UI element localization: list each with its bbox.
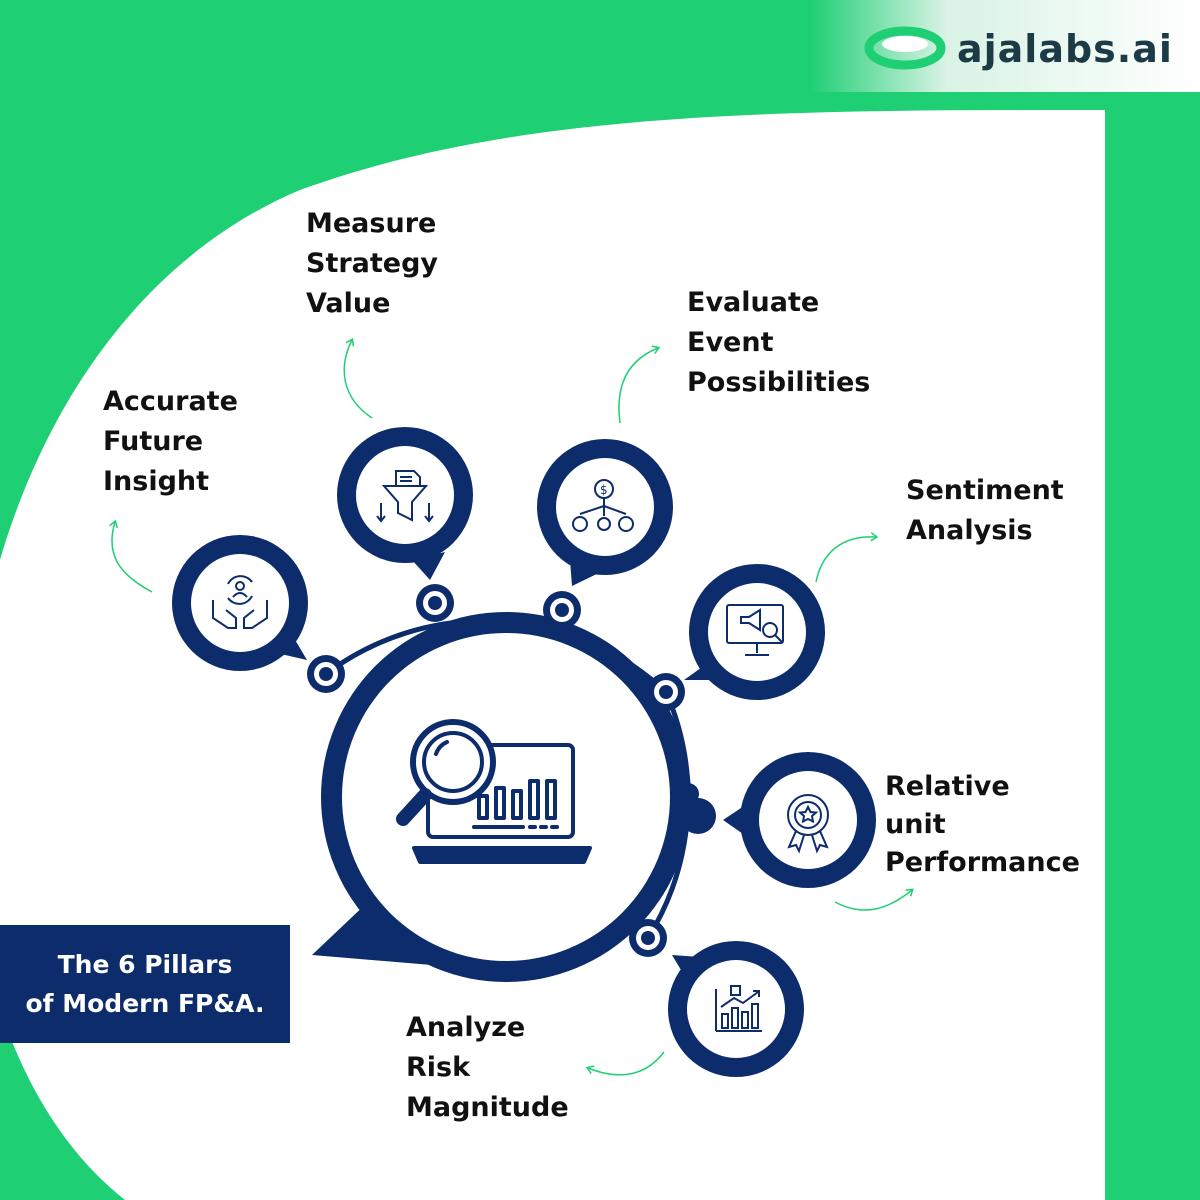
connector-dot bbox=[647, 673, 685, 711]
title-line-2: of Modern FP&A. bbox=[25, 989, 265, 1018]
connector-dot bbox=[416, 584, 454, 622]
monitor-megaphone-magnifier-icon bbox=[726, 604, 784, 656]
title-box: The 6 Pillars of Modern FP&A. bbox=[0, 925, 290, 1043]
pillar-label-accurate-future-insight: Accurate Future Insight bbox=[103, 386, 238, 497]
pillar-bubble-evaluate-event-possibilities: $ bbox=[537, 439, 673, 586]
pillar-label-sentiment-analysis: Sentiment Analysis bbox=[906, 475, 1064, 546]
hands-cycle-person-icon bbox=[212, 575, 268, 629]
pillar-bubble-measure-strategy-value bbox=[337, 427, 473, 580]
curved-arrow bbox=[585, 1051, 665, 1076]
pillar-label-evaluate-event-possibilities: Evaluate Event Possibilities bbox=[687, 287, 871, 398]
connector-dot bbox=[307, 655, 345, 693]
laptop-magnifier-chart-icon bbox=[396, 719, 592, 864]
ajalabs-logo-icon bbox=[864, 26, 946, 70]
pillar-bubble-relative-unit-performance bbox=[723, 752, 876, 888]
pillar-bubble-analyze-risk-magnitude bbox=[668, 941, 804, 1077]
logo-banner bbox=[810, 0, 1200, 92]
connector-dot bbox=[629, 919, 667, 957]
curved-arrow bbox=[109, 519, 153, 593]
curved-arrow bbox=[834, 888, 914, 911]
connector-knob bbox=[677, 783, 716, 834]
document-funnel-icon bbox=[376, 470, 434, 523]
pillar-bubble-sentiment-analysis bbox=[684, 564, 825, 700]
pillar-arrows bbox=[109, 337, 914, 1076]
svg-text:$: $ bbox=[600, 483, 608, 497]
connector-dot bbox=[543, 591, 581, 629]
curved-arrow bbox=[618, 345, 661, 424]
bar-chart-growth-icon bbox=[715, 985, 762, 1032]
brand-name: ajalabs.ai bbox=[957, 27, 1173, 71]
connector-dots bbox=[307, 584, 716, 957]
dollar-decision-tree-icon: $ bbox=[572, 479, 634, 532]
title-line-1: The 6 Pillars bbox=[57, 950, 233, 979]
curved-arrow bbox=[343, 337, 373, 419]
pillar-bubble-accurate-future-insight bbox=[172, 535, 308, 671]
curved-arrow bbox=[815, 532, 879, 583]
pillar-label-analyze-risk-magnitude: Analyze Risk Magnitude bbox=[406, 1012, 569, 1123]
award-ribbon-icon bbox=[787, 794, 829, 854]
pillar-label-relative-unit-performance: Relative unit Performance bbox=[885, 771, 1080, 878]
pillar-label-measure-strategy-value: Measure Strategy Value bbox=[306, 208, 439, 319]
